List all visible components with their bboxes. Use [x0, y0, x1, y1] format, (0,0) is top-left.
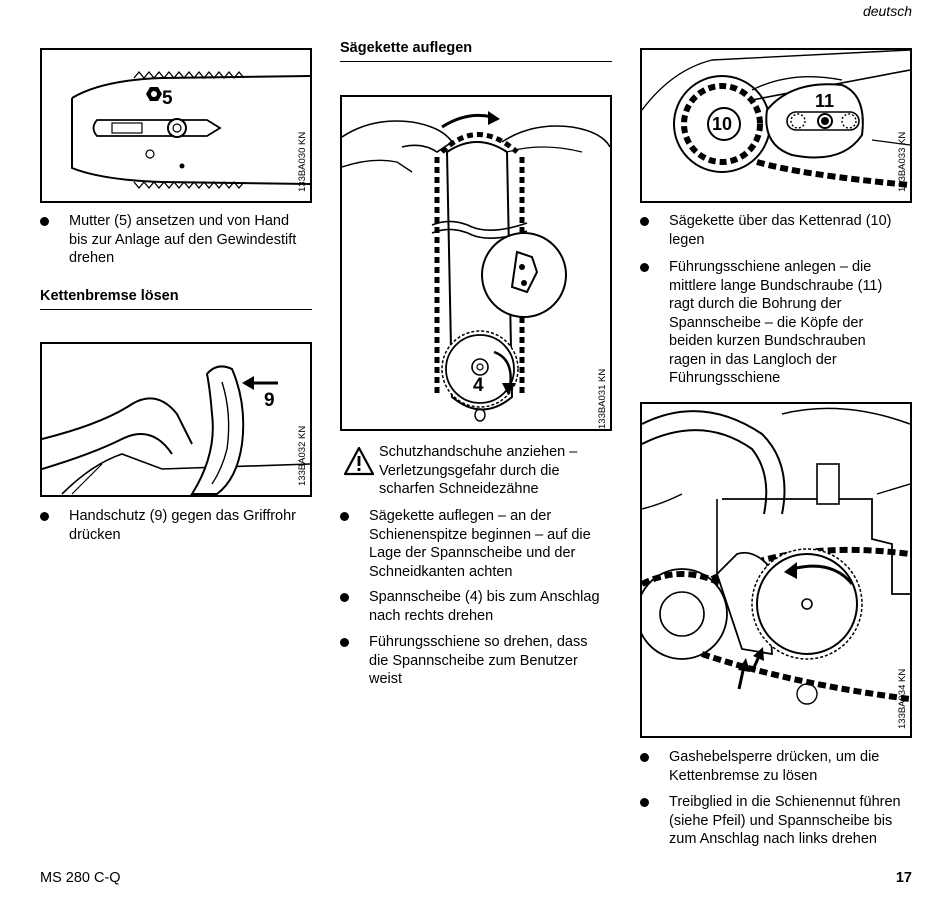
bullet-icon	[40, 512, 49, 521]
figure-label-9: 9	[264, 390, 275, 411]
chain-mount-illustration	[342, 111, 610, 422]
list-item: Führungsschiene so drehen, dass die Span…	[340, 633, 630, 691]
list-item: Sägekette auflegen – an der Schienenspit…	[340, 507, 630, 583]
bullet-icon	[640, 753, 649, 762]
bullet-icon	[340, 593, 349, 602]
figure-code: 133BA030 KN	[297, 131, 308, 192]
warning-line: Verletzungsgefahr durch die	[379, 462, 560, 479]
bullet-icon	[640, 217, 649, 226]
list-item: Treibglied in die Schienennut führen (si…	[640, 793, 940, 851]
language-label: deutsch	[862, 3, 912, 19]
figure-code: 133BA032 KN	[297, 425, 308, 486]
heading-rule	[40, 309, 312, 310]
figure-chain-brake: 133BA034 KN	[640, 402, 912, 738]
sprocket-bolts-illustration	[642, 50, 910, 188]
section-heading: Sägekette auflegen	[340, 40, 473, 56]
warning-icon	[343, 446, 375, 476]
figure-code: 133BA033 KN	[897, 131, 908, 192]
figure-label-5: 5	[162, 88, 173, 109]
page-number: 17	[895, 870, 912, 886]
section-heading: Kettenbremse lösen	[40, 288, 179, 304]
warning-block: Schutzhandschuhe anziehen – Verletzungsg…	[340, 443, 620, 499]
figure-chain-mount: 4 133BA031 KN	[340, 95, 612, 431]
figure-label-4: 4	[473, 375, 484, 396]
list-item: Führungsschiene anlegen – die mittlere l…	[640, 258, 930, 390]
figure-label-11: 11	[815, 91, 835, 111]
hand-guard-illustration	[42, 365, 310, 495]
warning-line: scharfen Schneidezähne	[379, 481, 539, 497]
nut-install-illustration	[71, 70, 310, 190]
bullet-icon	[340, 638, 349, 647]
figure-nut-install: 5 133BA030 KN	[40, 48, 312, 203]
chain-brake-illustration	[642, 407, 910, 705]
bullet-icon	[340, 512, 349, 521]
list-item: Mutter (5) ansetzen und von Hand bis zur…	[40, 212, 330, 270]
figure-code: 133BA034 KN	[897, 668, 908, 729]
figure-sprocket-bolts: 10 11 133BA033 KN	[640, 48, 912, 203]
figure-code: 133BA031 KN	[597, 368, 608, 429]
heading-rule	[340, 61, 612, 62]
figure-label-10: 10	[712, 114, 733, 134]
bullet-icon	[640, 798, 649, 807]
list-item: Spannscheibe (4) bis zum Anschlag nach r…	[340, 588, 630, 628]
bullet-icon	[640, 263, 649, 272]
bullet-icon	[40, 217, 49, 226]
list-item: Gashebelsperre drücken, um die Kettenbre…	[640, 748, 930, 788]
list-item: Sägekette über das Kettenrad (10) legen	[640, 212, 930, 252]
model-label: MS 280 C-Q	[40, 870, 121, 886]
figure-hand-guard: 9 133BA032 KN	[40, 342, 312, 497]
list-item: Handschutz (9) gegen das Griffrohr drück…	[40, 507, 330, 547]
warning-line: Schutzhandschuhe anziehen –	[379, 444, 578, 460]
